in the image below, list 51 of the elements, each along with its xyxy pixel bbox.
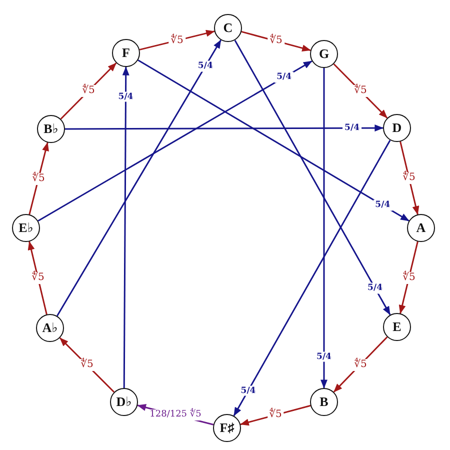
arrow (400, 141, 420, 215)
edge-label: ∜5 (400, 172, 418, 184)
arrow (56, 40, 222, 316)
edge-label: 5/4 (373, 200, 392, 210)
note-circle: C (214, 14, 242, 42)
edge-label: 5/4 (342, 122, 362, 134)
arrow (60, 62, 117, 120)
edge-label: 5/4 (314, 352, 334, 362)
arrow (233, 140, 391, 416)
note-circle: E♭ (12, 214, 40, 242)
arrow (241, 30, 311, 52)
arrow (333, 336, 388, 393)
edge-label: ∜5 (268, 35, 284, 47)
note-circle: D (383, 114, 411, 142)
note-circle: A♭ (36, 314, 64, 342)
edge-label: ∜5 (352, 358, 369, 370)
note-circle: B (310, 388, 338, 416)
note-circle: E (383, 313, 411, 341)
arrow (138, 59, 410, 222)
arrow (28, 142, 49, 215)
arrow (398, 241, 418, 314)
edge-label: ∜5 (30, 172, 47, 184)
edge-label: ∜5 (78, 359, 96, 371)
note-circle: A (407, 214, 435, 242)
edge-label: ∜5 (30, 272, 46, 284)
arrow (139, 30, 215, 50)
note-circle: F♯ (213, 414, 241, 442)
edge-label: 5/4 (274, 72, 294, 83)
note-circle: F (112, 39, 140, 67)
arrow (333, 63, 388, 119)
arrow (122, 66, 130, 388)
edge-label: ∜5 (80, 85, 97, 97)
edge-label: ∜5 (267, 409, 284, 421)
arrow (59, 337, 115, 393)
edge-label: 5/4 (116, 91, 136, 102)
edge-label: 128/125 ∜5 (148, 410, 204, 420)
note-circle: B♭ (37, 115, 65, 143)
edge-label: 5/4 (238, 385, 258, 396)
edge-label: ∜5 (168, 34, 186, 46)
arrow (65, 124, 384, 132)
note-circle: D♭ (110, 388, 138, 416)
arrow (320, 68, 328, 388)
edge-label: 5/4 (366, 282, 384, 294)
arrow (28, 241, 48, 315)
arrow (240, 404, 311, 426)
edge-label: ∜5 (400, 272, 418, 284)
edge-label: ∜5 (352, 85, 369, 97)
arrow (38, 60, 312, 222)
edge-label: 5/4 (196, 60, 215, 72)
arrow (234, 40, 391, 316)
note-circle: G (310, 40, 338, 68)
